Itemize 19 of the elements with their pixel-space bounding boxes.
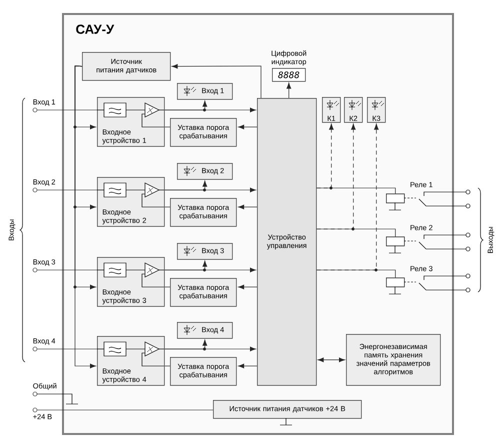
connector-line <box>164 286 170 288</box>
connector-line <box>37 348 98 350</box>
arrow <box>318 358 345 362</box>
connector-line <box>316 188 396 194</box>
arrow <box>238 204 258 210</box>
connector-line <box>164 206 170 208</box>
arrow <box>172 64 262 98</box>
connector-line <box>316 228 396 237</box>
arrow <box>164 180 208 190</box>
arrow <box>164 260 208 270</box>
connector-line <box>164 126 170 128</box>
arrow <box>164 340 208 350</box>
arrow <box>238 284 258 290</box>
arrow <box>238 124 258 130</box>
arrow <box>74 66 96 368</box>
arrow <box>286 82 292 98</box>
arrow <box>238 364 258 368</box>
connector-line <box>316 270 396 278</box>
arrow <box>164 100 208 110</box>
